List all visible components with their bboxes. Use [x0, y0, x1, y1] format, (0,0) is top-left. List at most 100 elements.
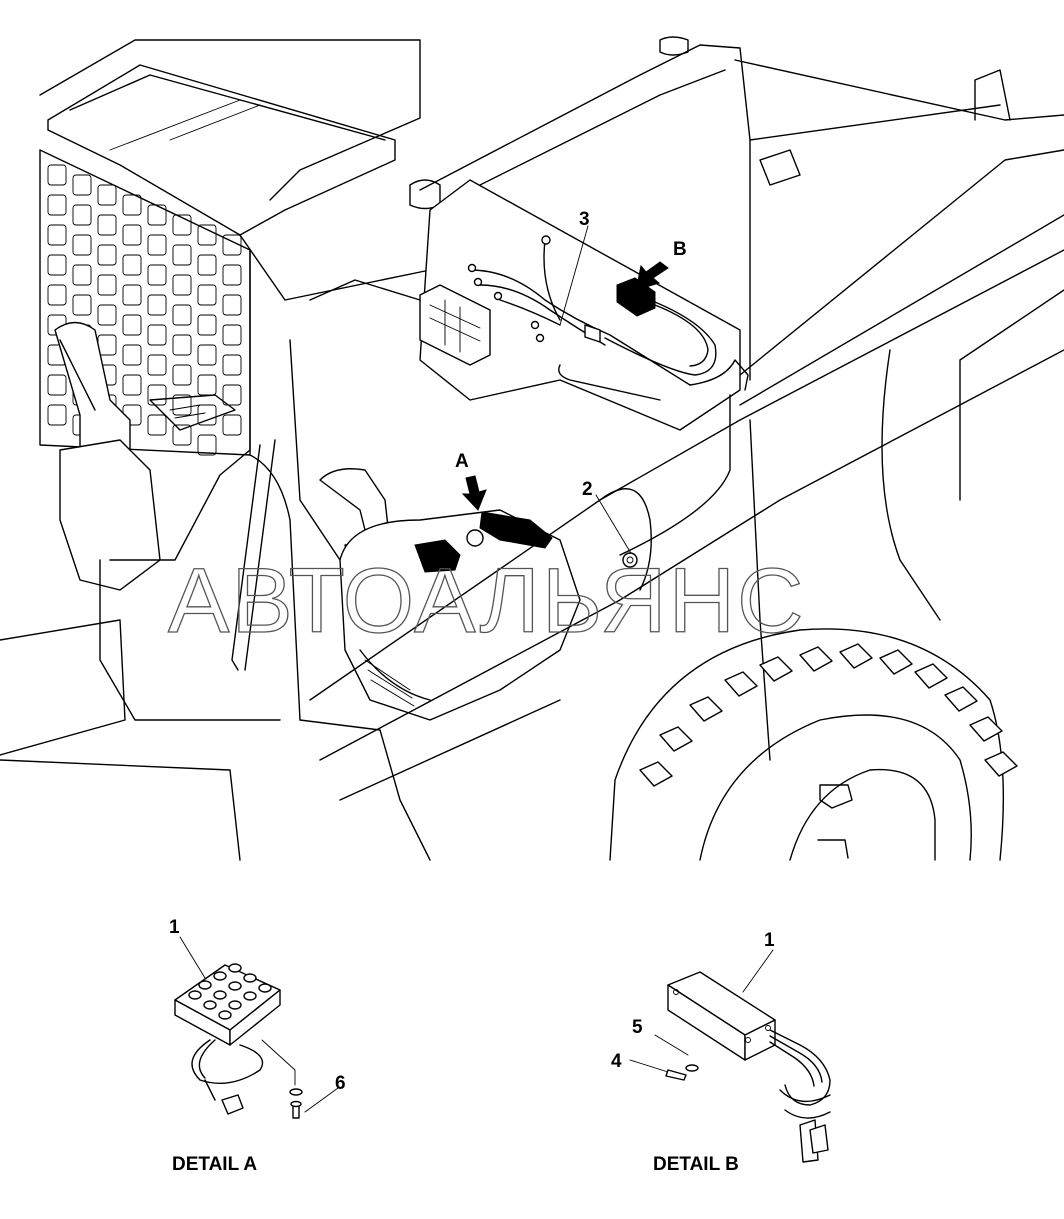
- grille-cell: [197, 254, 217, 276]
- callout-2-label: 2: [582, 479, 593, 500]
- grille-cell: [97, 274, 117, 296]
- grille-cell: [122, 194, 142, 216]
- boom-arm: [309, 249, 1064, 801]
- grille-cell: [197, 404, 217, 426]
- detail-a-drawing: [174, 936, 339, 1119]
- cab-side-grille: [39, 149, 251, 456]
- keypad-button: [203, 1000, 217, 1010]
- tire-tread-block: [914, 663, 948, 689]
- grille-cell: [122, 224, 142, 246]
- grille-cell: [122, 284, 142, 306]
- machine-main-view: [0, 36, 1064, 861]
- grille-cell: [222, 234, 242, 256]
- callout-b-label: B: [673, 239, 687, 260]
- grille-cell: [197, 314, 217, 336]
- callout-6-label: 6: [335, 1073, 346, 1094]
- tire-tread-block: [759, 656, 793, 682]
- grille-cell: [222, 294, 242, 316]
- keypad-button: [213, 990, 227, 1000]
- keypad-button: [198, 980, 212, 990]
- grille-cell: [47, 404, 67, 426]
- grille-cell: [122, 254, 142, 276]
- grille-cell: [47, 374, 67, 396]
- grille-cell: [222, 324, 242, 346]
- cab-roof: [39, 39, 431, 301]
- grille-cell: [172, 214, 192, 236]
- keypad-button: [213, 971, 227, 981]
- grille-cell: [122, 314, 142, 336]
- callout-a-label: A: [455, 451, 469, 472]
- grille-cell: [47, 164, 67, 186]
- grille-cell: [72, 294, 92, 316]
- leader-lines: [461, 225, 669, 568]
- keypad-button: [228, 1000, 242, 1010]
- callout-4-label: 4: [611, 1051, 622, 1072]
- grille-cell: [147, 264, 167, 286]
- grille-cell: [72, 204, 92, 226]
- grille-cell: [122, 374, 142, 396]
- detail-b-title: DETAIL B: [653, 1154, 739, 1175]
- callout-1-detail-b: 1: [764, 930, 775, 951]
- tire-tread-block: [724, 671, 758, 697]
- grille-cell: [47, 284, 67, 306]
- tire-tread-block: [639, 761, 673, 787]
- grille-cell: [172, 334, 192, 356]
- grille-cell: [97, 184, 117, 206]
- grille-cell: [47, 224, 67, 246]
- roll-cage-bars: [409, 36, 1064, 406]
- tire-tread-block: [969, 716, 1003, 742]
- grille-cell: [147, 414, 167, 436]
- grille-cell: [222, 384, 242, 406]
- grille-cell: [197, 224, 217, 246]
- detail-b-drawing: [629, 949, 831, 1163]
- callout-1-detail-a: 1: [169, 917, 180, 938]
- keypad-button: [228, 981, 242, 991]
- keypad-button: [243, 991, 257, 1001]
- grille-cell: [172, 274, 192, 296]
- grille-cell: [122, 344, 142, 366]
- grille-cell: [222, 354, 242, 376]
- grille-cell: [147, 354, 167, 376]
- keypad-button: [228, 963, 242, 973]
- tire-tread-block: [659, 726, 693, 752]
- tire-tread-block: [839, 643, 873, 669]
- tire-tread-block: [984, 751, 1018, 777]
- grille-cell: [147, 294, 167, 316]
- grille-cell: [172, 244, 192, 266]
- grille-cell: [197, 434, 217, 456]
- keypad-button: [218, 1010, 232, 1020]
- grille-cell: [222, 264, 242, 286]
- grille-cell: [197, 374, 217, 396]
- keypad-button: [188, 990, 202, 1000]
- joystick-right-console: [319, 468, 581, 721]
- joystick-left: [54, 321, 236, 591]
- grille-cell: [147, 204, 167, 226]
- tire-tread-block: [879, 649, 913, 675]
- tire-tread-block: [799, 646, 833, 672]
- callout-3-label: 3: [579, 209, 590, 230]
- keypad-button: [243, 973, 257, 983]
- front-tire: [609, 628, 1018, 861]
- grille-cell: [72, 174, 92, 196]
- grille-cell: [172, 364, 192, 386]
- grille-cell: [97, 334, 117, 356]
- grille-cell: [197, 344, 217, 366]
- grille-cell: [197, 284, 217, 306]
- grille-cell: [72, 264, 92, 286]
- tire-tread-block: [689, 696, 723, 722]
- grille-cell: [147, 234, 167, 256]
- grille-cell: [222, 414, 242, 436]
- keypad-button: [258, 983, 272, 993]
- grille-cell: [172, 424, 192, 446]
- detail-a-title: DETAIL A: [172, 1154, 257, 1175]
- grille-cell: [47, 254, 67, 276]
- grille-cell: [97, 214, 117, 236]
- grille-cell: [147, 384, 167, 406]
- grille-cell: [97, 244, 117, 266]
- grille-cell: [172, 394, 192, 416]
- grille-cell: [72, 234, 92, 256]
- control-box-panel: [419, 179, 741, 431]
- callout-5-label: 5: [632, 1017, 643, 1038]
- grille-cell: [97, 304, 117, 326]
